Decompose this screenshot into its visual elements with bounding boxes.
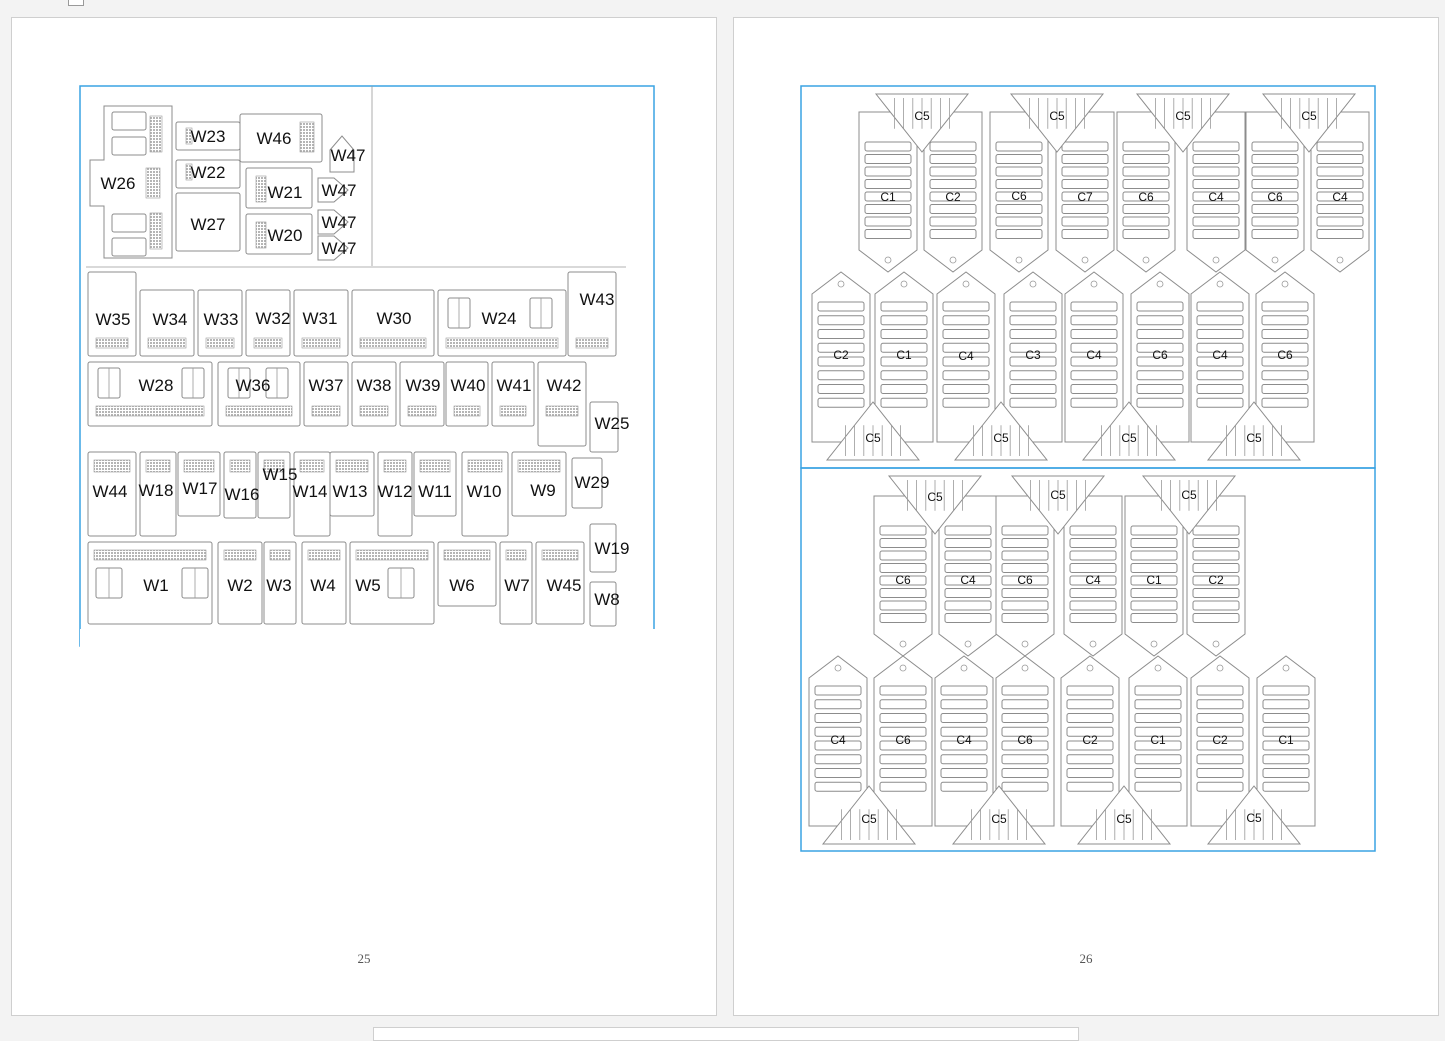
document-page-26: 26 <box>733 17 1439 1016</box>
document-page-25: 25 <box>11 17 717 1016</box>
selection-checkbox[interactable] <box>68 0 84 6</box>
next-page-edge <box>373 1027 1079 1041</box>
page-number: 25 <box>357 951 371 966</box>
page-number: 26 <box>1079 951 1093 966</box>
